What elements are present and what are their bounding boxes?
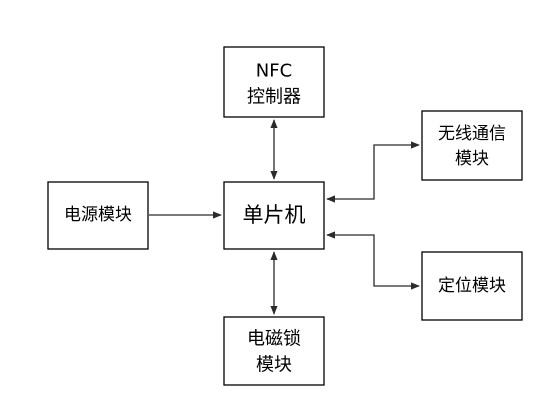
node-nfc-controller: NFC 控制器: [223, 46, 325, 118]
edge-mcu-locate: [326, 231, 420, 290]
node-nfc-controller-label-line2: 控制器: [247, 87, 301, 108]
node-mcu-label: 单片机: [243, 203, 306, 227]
node-mcu-box: [223, 181, 325, 250]
node-positioning-module: 定位模块: [421, 251, 523, 321]
node-nfc-controller-label-line1: NFC: [256, 61, 292, 82]
node-wireless-module-box: [421, 110, 523, 181]
node-wireless-module: 无线通信 模块: [421, 110, 523, 181]
node-lock-module: 电磁锁 模块: [223, 316, 325, 386]
node-positioning-module-label: 定位模块: [438, 276, 506, 296]
node-lock-module-label-line2: 模块: [256, 355, 292, 376]
node-positioning-module-box: [421, 251, 523, 321]
node-power-module-label: 电源模块: [64, 205, 132, 225]
node-lock-module-box: [223, 316, 325, 386]
node-power-module: 电源模块: [47, 181, 149, 250]
node-wireless-module-label-line2: 模块: [455, 149, 489, 169]
node-lock-module-label-line1: 电磁锁: [247, 329, 301, 350]
edges: [149, 119, 420, 315]
node-mcu: 单片机: [223, 181, 325, 250]
node-wireless-module-label-line1: 无线通信: [438, 124, 506, 144]
node-power-module-box: [47, 181, 149, 250]
node-nfc-controller-box: [223, 46, 325, 118]
edge-mcu-wireless: [326, 141, 420, 203]
